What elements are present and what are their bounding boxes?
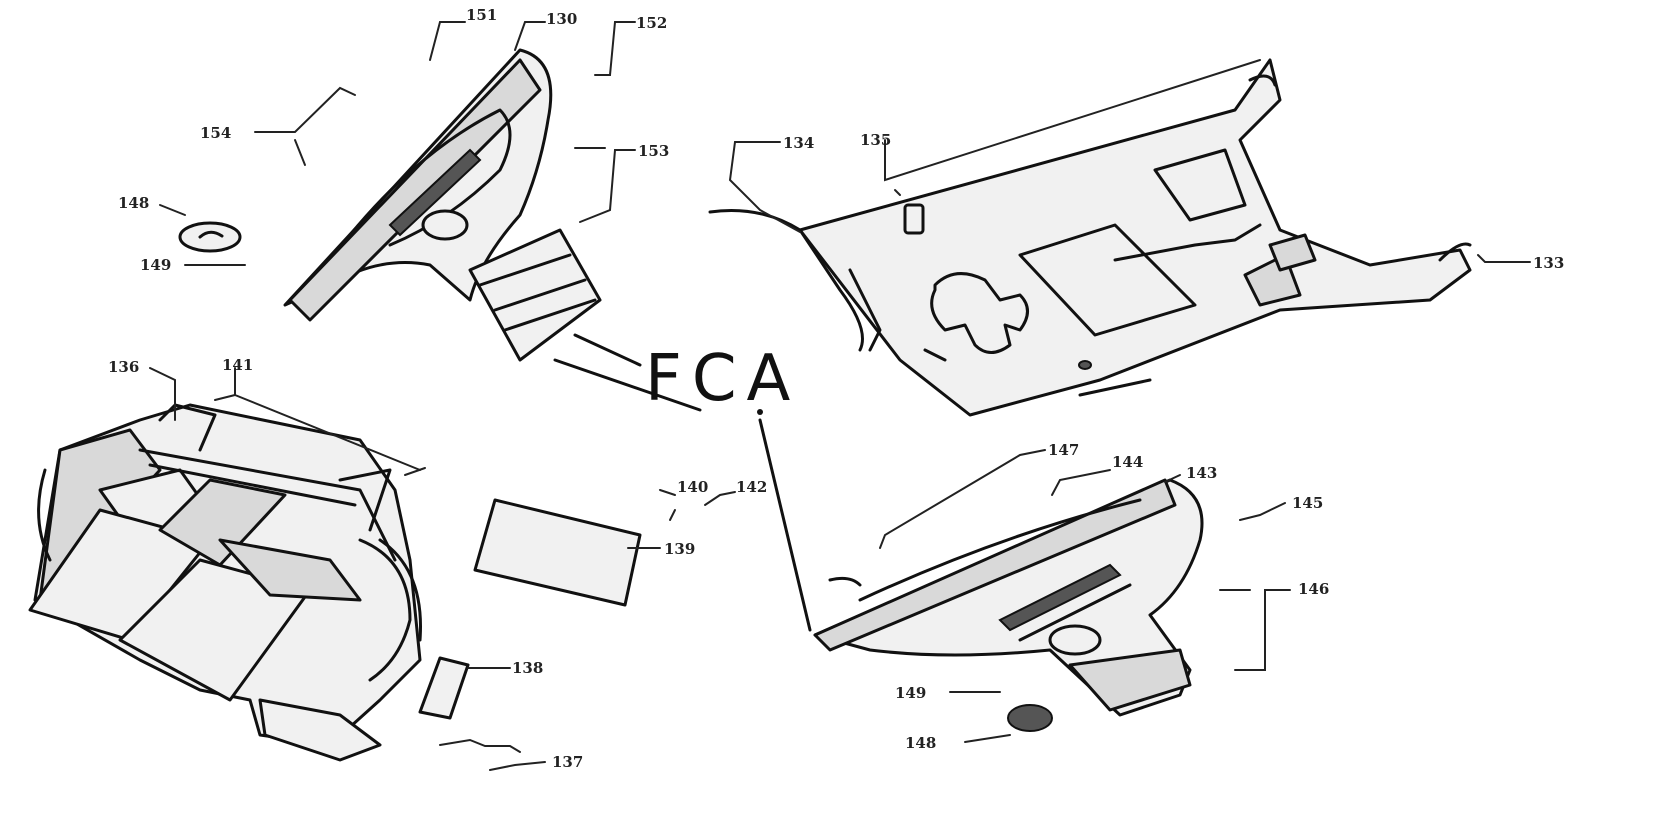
ref-label-138: 138	[512, 659, 543, 677]
ref-label-149-bottom: 149	[895, 684, 926, 702]
ref-label-153: 153	[638, 142, 669, 160]
leaders-part2	[728, 59, 1531, 263]
part-lower-left-tray	[28, 403, 422, 762]
ref-label-134: 134	[783, 134, 814, 152]
ref-label-142: 142	[736, 478, 767, 496]
ref-label-149-top: 149	[140, 256, 171, 274]
ref-label-154: 154	[200, 124, 231, 142]
ref-label-140: 140	[677, 478, 708, 496]
leaders-part3	[149, 367, 426, 476]
part-upper-left-bezel	[178, 48, 702, 412]
reference-labels: 151 130 152 154 153 148 149 134 135 133 …	[108, 6, 1564, 771]
ref-label-152: 152	[636, 14, 667, 32]
fca-handwritten-text: FCA	[645, 342, 800, 416]
part-upper-right-plate	[708, 58, 1472, 417]
ref-label-130: 130	[546, 10, 577, 28]
ref-label-145: 145	[1292, 494, 1323, 512]
ref-label-148-top: 148	[118, 194, 149, 212]
ref-label-139: 139	[664, 540, 695, 558]
leaders-part4	[879, 449, 1291, 743]
ref-label-147: 147	[1048, 441, 1079, 459]
part-lower-right-bezel	[813, 478, 1204, 732]
ref-label-136: 136	[108, 358, 139, 376]
ref-label-146: 146	[1298, 580, 1329, 598]
ref-label-137: 137	[552, 753, 583, 771]
ref-label-135: 135	[860, 131, 891, 149]
loose-pieces	[418, 489, 736, 771]
ref-label-133: 133	[1533, 254, 1564, 272]
ref-label-141: 141	[222, 356, 253, 374]
ref-label-148-bottom: 148	[905, 734, 936, 752]
ref-label-143: 143	[1186, 464, 1217, 482]
ref-label-144: 144	[1112, 453, 1143, 471]
leaders-part1	[159, 21, 636, 266]
fca-annotation	[573, 333, 812, 632]
ref-label-151: 151	[466, 6, 497, 24]
